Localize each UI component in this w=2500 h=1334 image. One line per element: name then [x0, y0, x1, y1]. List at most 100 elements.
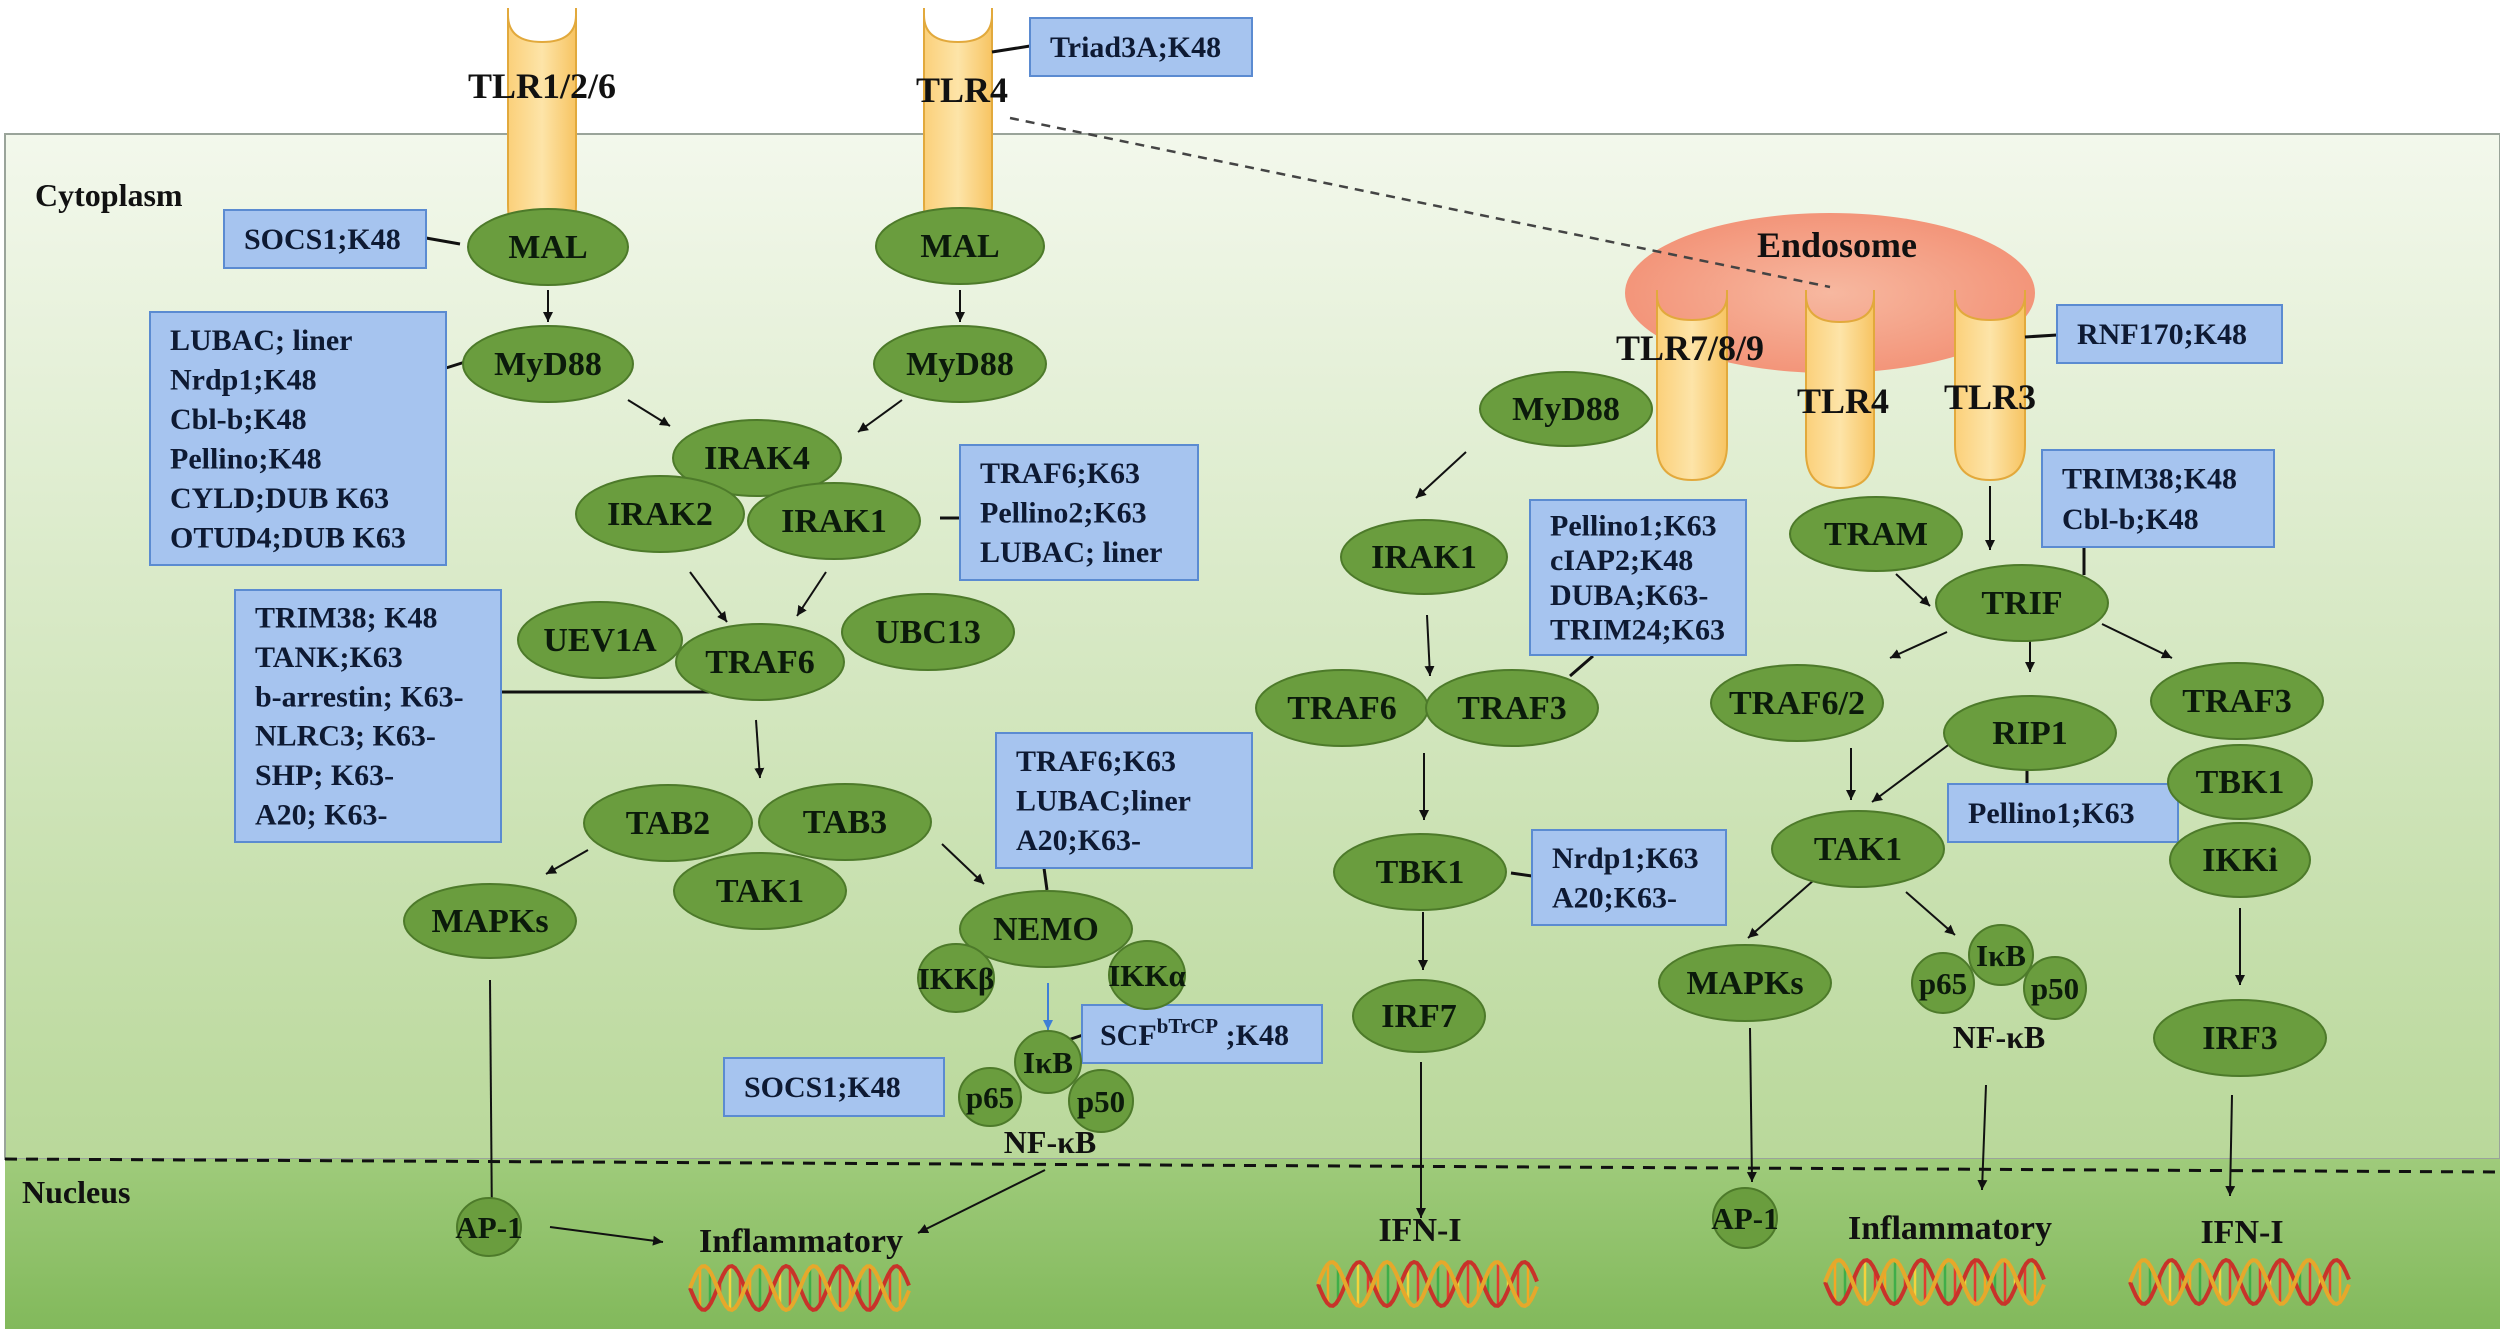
annotation-text: TRIM24;K63 — [1550, 614, 1725, 647]
node-irf3: IRF3 — [2153, 999, 2327, 1077]
ifn-right-label: IFN-I — [2200, 1214, 2283, 1251]
node-label: MyD88 — [494, 346, 602, 383]
node-p65-left: p65 — [958, 1067, 1022, 1127]
annotation-text: Pellino;K48 — [170, 442, 322, 475]
node-label: TRAF6/2 — [1729, 685, 1865, 722]
annotation-box-socs1-bottom: SOCS1;K48 — [723, 1057, 945, 1117]
node-tak1-left: TAK1 — [673, 852, 847, 930]
node-label: MAL — [508, 229, 587, 266]
node-label: IRF3 — [2202, 1020, 2278, 1057]
annotation-box-rnf170: RNF170;K48 — [2056, 304, 2283, 364]
node-irf7: IRF7 — [1352, 979, 1486, 1053]
node-label: p65 — [1919, 966, 1967, 1001]
node-traf6-mid: TRAF6 — [1255, 669, 1429, 747]
annotation-text: Pellino1;K63 — [1968, 797, 2135, 830]
node-traf3-mid: TRAF3 — [1425, 669, 1599, 747]
node-ikb-right: IκB — [1968, 924, 2034, 986]
nuclear-membrane — [4, 1157, 2500, 1174]
node-label: p65 — [966, 1080, 1014, 1115]
node-label: TRAF3 — [2182, 683, 2292, 720]
annotation-text: Cbl-b;K48 — [2062, 503, 2199, 536]
node-nemo: NEMO — [959, 890, 1133, 968]
annotation-text: TRIM38; K48 — [255, 602, 438, 635]
node-ap1-left: AP-1 — [455, 1197, 523, 1257]
node-irak1-mid: IRAK1 — [1340, 519, 1508, 595]
node-label: TAB2 — [626, 805, 710, 842]
annotation-text: A20;K63- — [1552, 881, 1677, 914]
node-p50-right: p50 — [2023, 956, 2087, 1020]
node-label: IRAK1 — [1371, 539, 1477, 576]
node-p50-left: p50 — [1068, 1069, 1134, 1133]
node-uev1a: UEV1A — [517, 601, 683, 679]
node-label: TAB3 — [803, 804, 887, 841]
node-ikkb: IKKβ — [917, 943, 995, 1013]
node-ikb-left: IκB — [1014, 1030, 1082, 1094]
nucleus-label: Nucleus — [22, 1174, 130, 1210]
node-traf62: TRAF6/2 — [1710, 664, 1884, 742]
node-label: IRAK1 — [781, 503, 887, 540]
inflammatory-left-label: Inflammatory — [699, 1223, 903, 1260]
annotation-text: Triad3A;K48 — [1050, 31, 1221, 64]
annotation-text: cIAP2;K48 — [1550, 544, 1693, 577]
node-label: TAK1 — [716, 873, 804, 910]
node-label: MAPKs — [1686, 965, 1803, 1002]
dna-helices — [688, 1257, 2351, 1313]
annotation-text: Pellino1;K63 — [1550, 509, 1717, 542]
node-tbk1-right: TBK1 — [2167, 744, 2313, 820]
annotation-text: Cbl-b;K48 — [170, 403, 307, 436]
node-label: AP-1 — [455, 1210, 522, 1245]
node-label: AP-1 — [1711, 1201, 1778, 1236]
annotation-text: OTUD4;DUB K63 — [170, 521, 406, 554]
annotation-text: SOCS1;K48 — [244, 223, 401, 256]
annotation-text: DUBA;K63- — [1550, 579, 1708, 612]
node-label: IRF7 — [1381, 998, 1457, 1035]
annotation-box-triad3a: Triad3A;K48 — [1029, 17, 1253, 77]
node-label: UEV1A — [543, 622, 657, 659]
node-label: IKKi — [2202, 842, 2278, 879]
annotation-box-pellino1-right: Pellino1;K63 — [1947, 783, 2179, 843]
annotation-box-lubac-group: LUBAC; linerNrdp1;K48Cbl-b;K48Pellino;K4… — [149, 311, 447, 566]
tlr126-label: TLR1/2/6 — [468, 66, 616, 106]
annotation-text: Nrdp1;K63 — [1552, 842, 1699, 875]
annotation-text-scf: SCFbTrCP ;K48 — [1100, 1014, 1289, 1052]
node-irak1-left: IRAK1 — [747, 482, 921, 560]
receptor-tlr4-endosome: TLR4 — [1797, 290, 1889, 490]
node-label: IRAK4 — [704, 440, 810, 477]
node-tak1-right: TAK1 — [1771, 810, 1945, 888]
node-tab3: TAB3 — [758, 783, 932, 861]
node-label: IRAK2 — [607, 496, 713, 533]
annotation-text: Nrdp1;K48 — [170, 363, 317, 396]
annotation-text: LUBAC; liner — [980, 536, 1163, 569]
dna-helix — [2128, 1257, 2351, 1307]
node-label: RIP1 — [1992, 715, 2068, 752]
node-ubc13: UBC13 — [841, 593, 1015, 671]
dna-helix — [1823, 1257, 2046, 1307]
node-label: MAL — [920, 228, 999, 265]
tlr4-surface-label: TLR4 — [916, 70, 1008, 110]
node-label: IκB — [1976, 938, 2026, 973]
cytoplasm-label: Cytoplasm — [35, 177, 183, 213]
annotation-text: A20; K63- — [255, 798, 387, 831]
nfkb-left-label: NF-κB — [1004, 1124, 1096, 1160]
node-tram: TRAM — [1789, 496, 1963, 572]
node-label: TRIF — [1981, 585, 2062, 622]
node-tab2: TAB2 — [583, 784, 753, 862]
node-label: TRAF6 — [705, 644, 815, 681]
node-label: IKKβ — [918, 961, 995, 996]
nucleus-region — [5, 1159, 2500, 1329]
node-mapks-left: MAPKs — [403, 883, 577, 959]
annotation-text: NLRC3; K63- — [255, 720, 436, 753]
node-label: p50 — [2031, 971, 2079, 1006]
ifn-mid-label: IFN-I — [1378, 1212, 1461, 1249]
node-p65-right: p65 — [1911, 952, 1975, 1014]
node-traf6-left: TRAF6 — [675, 623, 845, 701]
annotation-box-scf: SCFbTrCP ;K48 — [1081, 1004, 1323, 1064]
node-label: MyD88 — [906, 346, 1014, 383]
dna-helix — [688, 1263, 911, 1313]
